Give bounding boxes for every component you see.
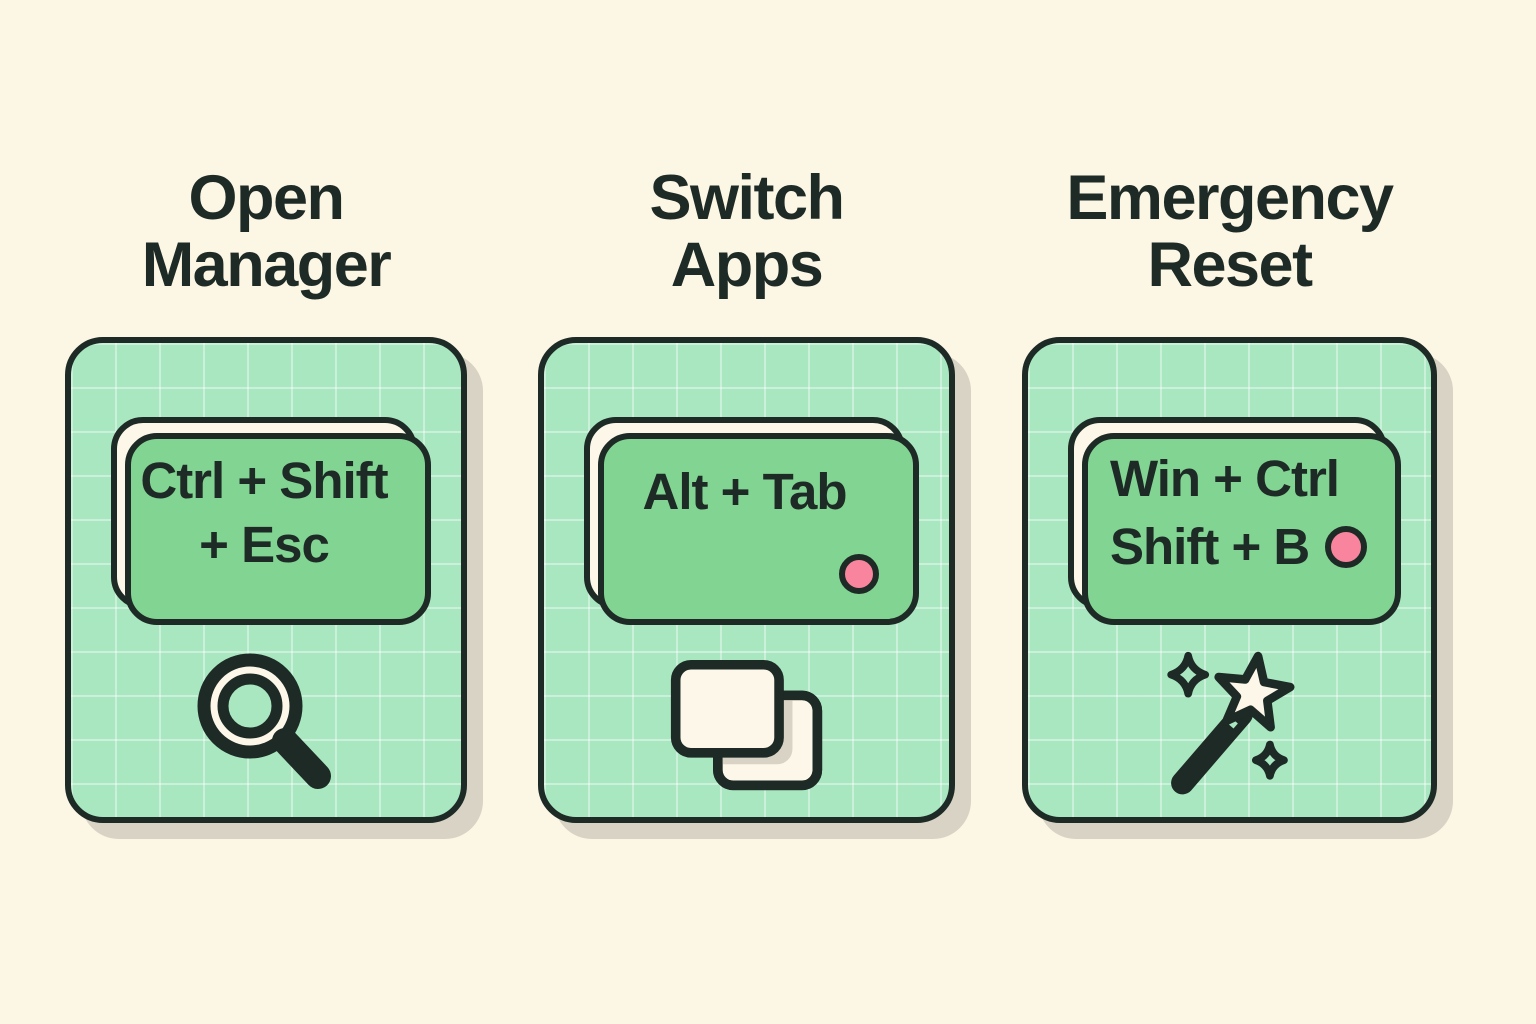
pink-dot — [1325, 526, 1368, 568]
card-icon-area — [544, 638, 949, 813]
keycap-label-line2-text: Shift + B — [1110, 518, 1310, 575]
keycap-label-line2: + Esc — [199, 516, 330, 573]
card-title: Switch Apps — [538, 165, 955, 299]
card-title-line1: Switch — [649, 163, 845, 233]
card-title-line2: Manager — [141, 230, 392, 300]
app-windows-icon — [668, 659, 826, 793]
keycap-label-line1: Alt + Tab — [642, 463, 848, 520]
card-panel: Ctrl + Shift + Esc — [65, 337, 467, 823]
card-title: Emergency Reset — [1022, 165, 1437, 299]
keycap-label-line1: Win + Ctrl — [1110, 450, 1340, 507]
card-title-line2: Apps — [670, 230, 824, 300]
pink-dot — [839, 554, 879, 594]
card-panel: Alt + Tab — [538, 337, 955, 823]
shortcut-card-open-manager: Open Manager Ctrl + Shift + Esc — [65, 165, 467, 823]
keycap-label-line2: Shift + B — [1074, 513, 1381, 581]
card-panel: Win + Ctrl Shift + B — [1022, 337, 1437, 823]
shortcut-card-switch-apps: Switch Apps Alt + Tab — [538, 165, 955, 823]
keycap: Alt + Tab — [584, 417, 919, 625]
keycap: Win + Ctrl Shift + B — [1068, 417, 1401, 625]
card-title-line2: Reset — [1147, 230, 1313, 300]
keycap: Ctrl + Shift + Esc — [111, 417, 431, 625]
card-title: Open Manager — [65, 165, 467, 299]
magic-wand-icon — [1154, 650, 1306, 802]
magnifier-icon — [186, 646, 346, 806]
card-icon-area — [1028, 638, 1431, 813]
keycap-label-line1: Ctrl + Shift — [140, 452, 388, 509]
card-title-line1: Open — [188, 163, 345, 233]
card-icon-area — [71, 638, 461, 813]
card-title-line1: Emergency — [1066, 163, 1394, 233]
shortcut-card-emergency-reset: Emergency Reset Win + Ctrl Shift + B — [1022, 165, 1437, 823]
